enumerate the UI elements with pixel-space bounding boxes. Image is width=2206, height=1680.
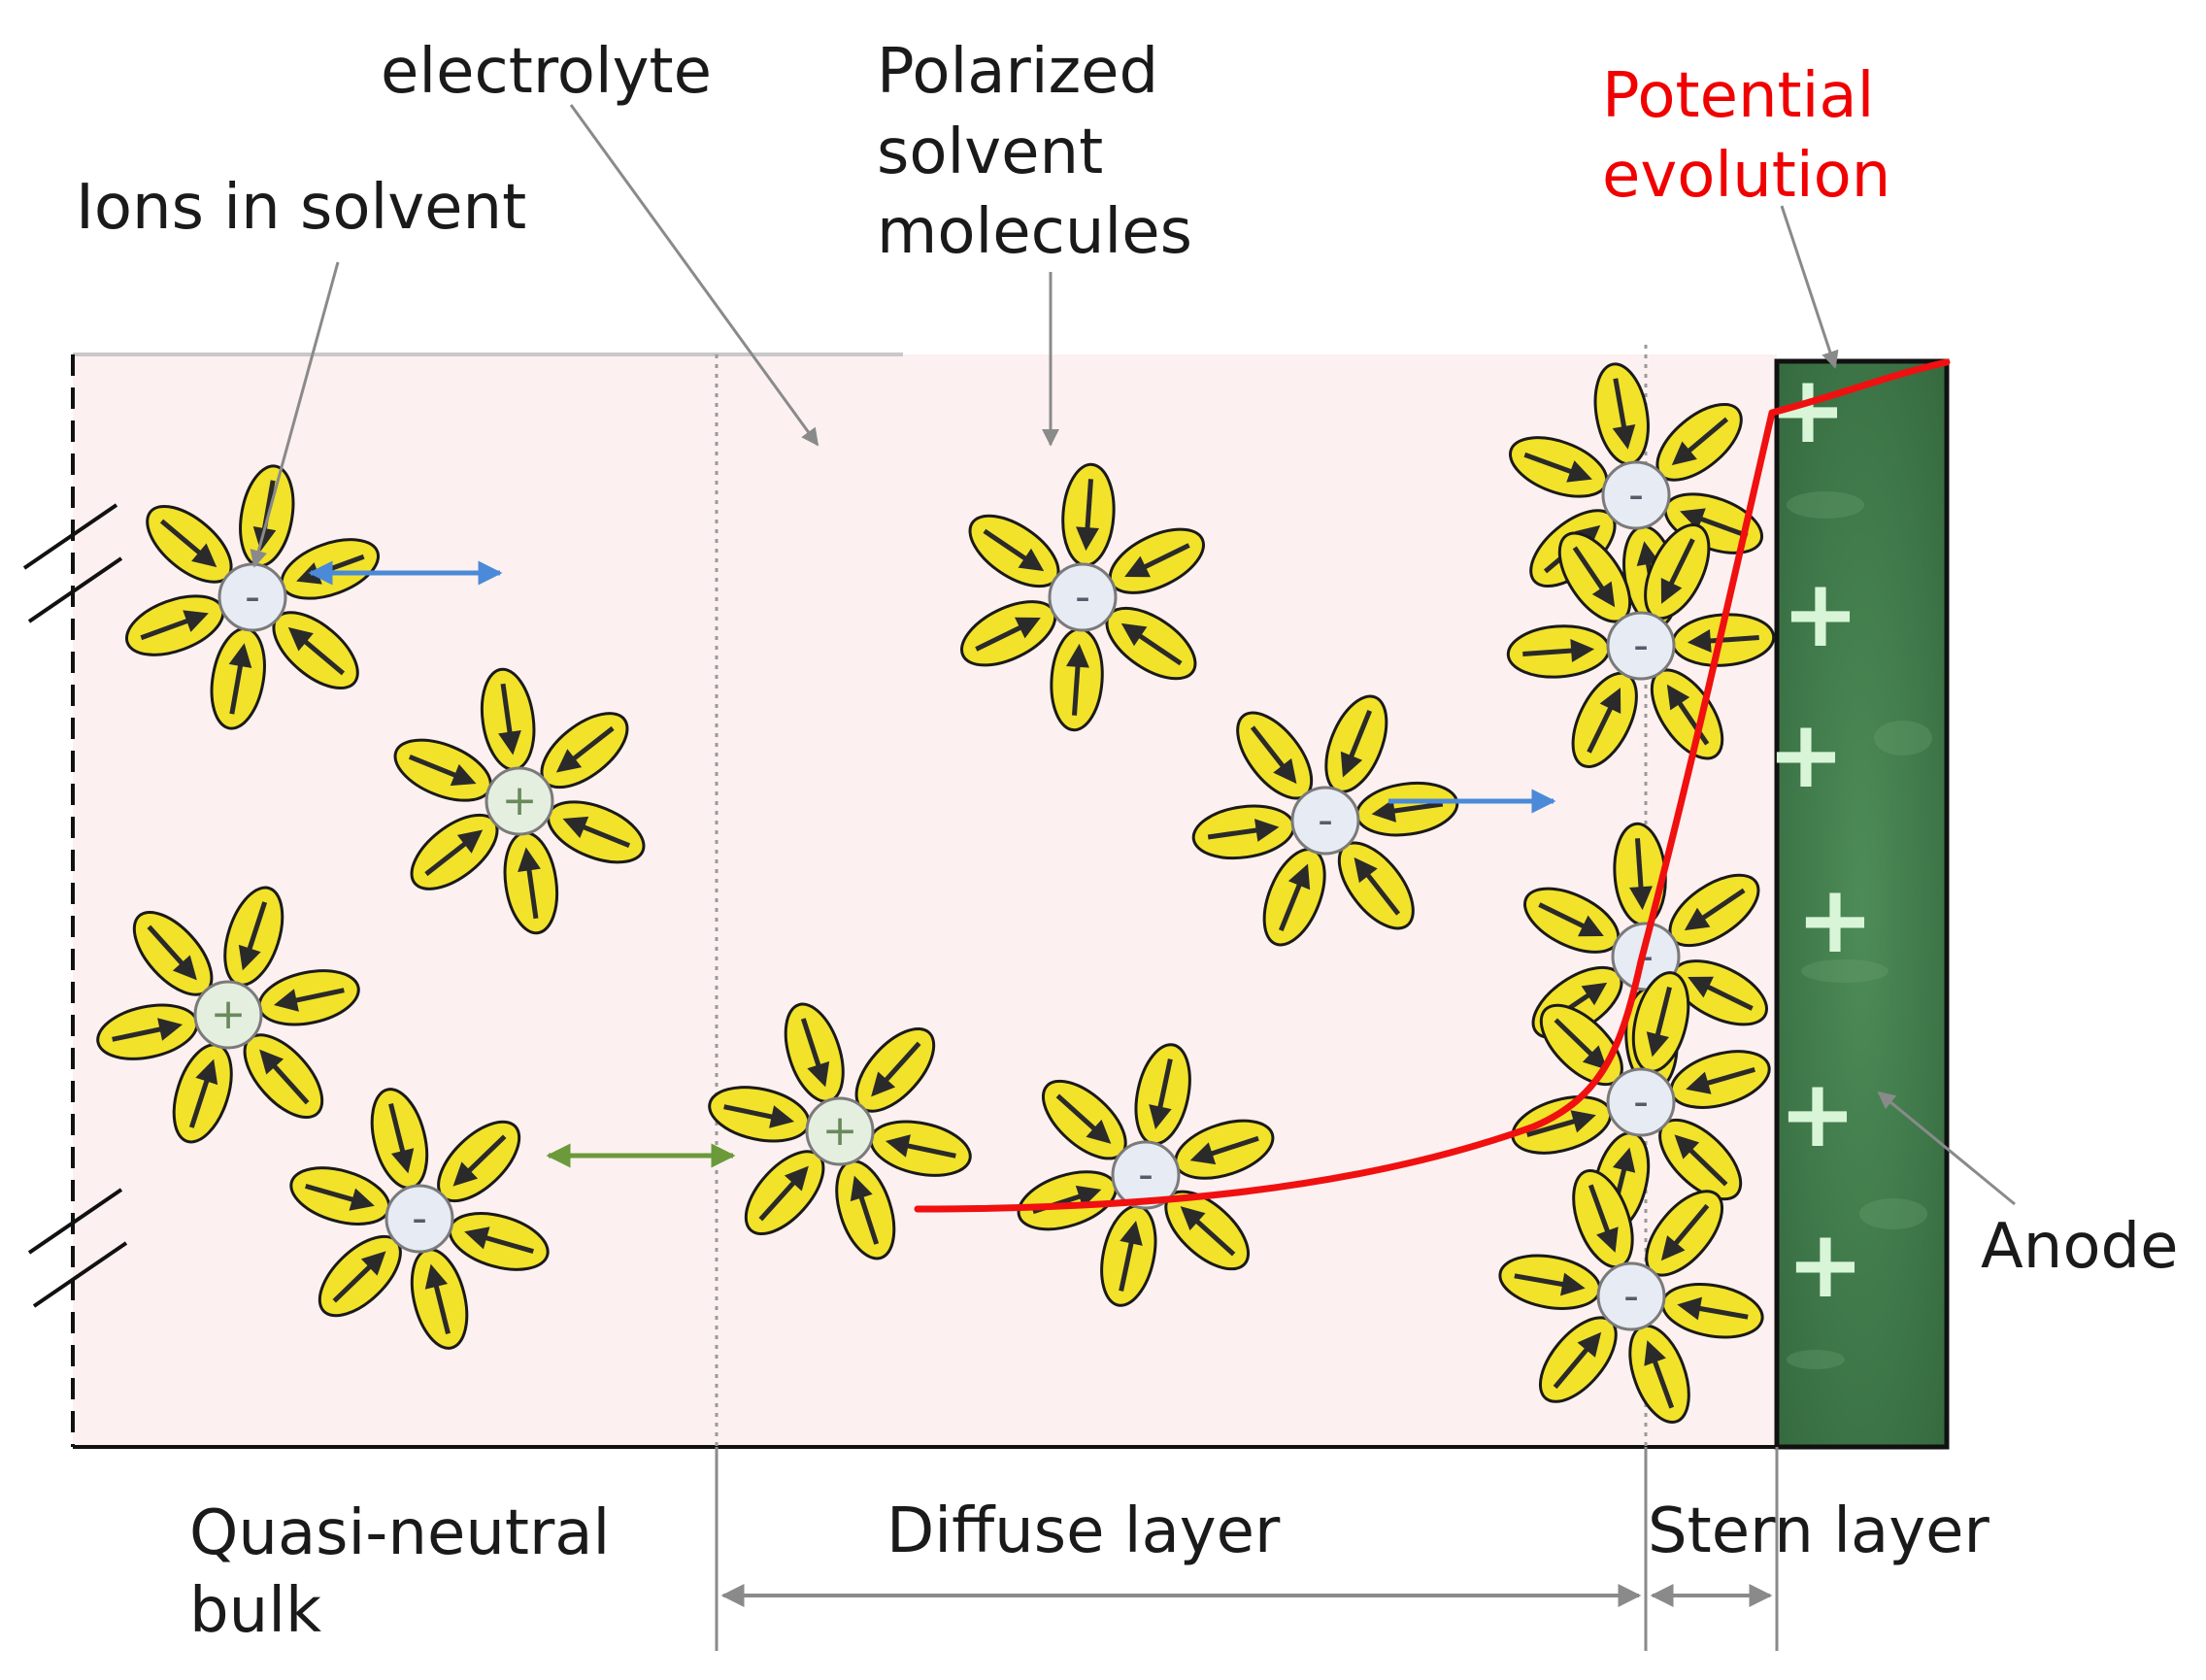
label-diffuse-layer: Diffuse layer (886, 1495, 1281, 1567)
label-potential-line1: Potential (1602, 60, 1874, 132)
leader-ions (250, 261, 340, 568)
solvent-molecule (1628, 1324, 1690, 1425)
solvated-ion-cluster: + (393, 667, 646, 935)
solvent-molecule (1660, 1283, 1764, 1339)
solvent-molecule (1164, 1190, 1251, 1271)
break-marks (22, 503, 128, 1308)
anode-plus-sign: + (1787, 1210, 1864, 1319)
solvent-molecule (1655, 402, 1743, 482)
solvent-molecule (1262, 848, 1326, 947)
ion-sign: - (1633, 1077, 1649, 1126)
solvent-molecule (1324, 694, 1388, 793)
ion-sign: - (1318, 795, 1333, 845)
leader-potential (1780, 205, 1839, 369)
leader-electrolyte (569, 104, 819, 447)
label-anode: Anode (1981, 1211, 2179, 1283)
positive-ion: + (805, 1096, 875, 1166)
solvent-molecule (1522, 887, 1621, 954)
label-bulk-line1: Quasi-neutral (189, 1497, 610, 1569)
leader-lines (250, 104, 2016, 1206)
solvent-molecule (132, 910, 214, 996)
solvated-ion-cluster: + (708, 1002, 972, 1260)
solvent-molecule (708, 1086, 811, 1143)
label-bulk-line2: bulk (189, 1575, 321, 1647)
label-potential-line2: evolution (1602, 140, 1890, 212)
solvent-molecule (547, 800, 646, 864)
ion-sign: - (1138, 1150, 1153, 1199)
solvent-molecule (448, 1212, 550, 1271)
solvated-ion-cluster: - (1506, 522, 1776, 769)
solvent-molecule (210, 626, 266, 730)
label-polarized-line1: Polarized (877, 36, 1158, 108)
positive-ion: + (485, 766, 554, 836)
solvent-molecule (223, 886, 284, 987)
label-polarized-line3: molecules (877, 196, 1192, 268)
ion-sign: - (1623, 1271, 1639, 1321)
anode (1774, 358, 1950, 1450)
negative-ion: - (1601, 460, 1671, 530)
label-stern-layer: Stern layer (1648, 1495, 1989, 1567)
positive-ion: + (193, 980, 263, 1050)
solvent-molecule (289, 1166, 391, 1226)
dimension-lines (715, 1447, 1779, 1651)
label-electrolyte: electrolyte (381, 36, 712, 108)
anode-plus-sign: + (1767, 700, 1845, 809)
solvent-molecule (1538, 1316, 1618, 1403)
ion-sign: - (1075, 572, 1090, 622)
ion-sign: + (211, 990, 247, 1039)
solvent-molecule (410, 813, 499, 890)
solvated-ion-cluster: + (96, 886, 360, 1144)
negative-ion: - (217, 562, 287, 632)
solvated-ion-cluster: - (1498, 1168, 1764, 1425)
ion-sign: - (1628, 470, 1644, 520)
solvated-ion-cluster: - (959, 462, 1206, 732)
solvent-molecule (172, 1043, 233, 1144)
solvent-molecule (835, 1159, 896, 1260)
anode-texture (1787, 491, 1932, 1369)
solvent-molecule (869, 1120, 972, 1177)
negative-ion: - (1111, 1140, 1181, 1210)
solvent-molecule (410, 1248, 469, 1350)
ion-sign: - (412, 1193, 427, 1243)
label-ions-in-solvent: Ions in solvent (76, 172, 526, 244)
negative-ion: - (1596, 1261, 1666, 1331)
leader-anode (1877, 1091, 2016, 1206)
anode-plus-sign: + (1782, 559, 1859, 668)
solvent-molecule (503, 831, 559, 935)
solvent-molecule (1669, 1050, 1771, 1109)
negative-ion: - (1048, 562, 1118, 632)
solvent-molecule (96, 1003, 199, 1060)
negative-ion: - (1290, 786, 1360, 856)
solvent-molecule (1134, 1043, 1191, 1146)
solvated-ion-cluster: - (1017, 1043, 1275, 1307)
solvated-ion-cluster: - (289, 1088, 550, 1350)
solvent-molecule (370, 1088, 429, 1190)
label-polarized-line2: solvent (877, 117, 1103, 188)
negative-ion: - (1606, 611, 1676, 681)
ion-sign: + (822, 1106, 858, 1156)
ion-sign: + (502, 776, 538, 825)
anode-plus-sign: + (1796, 865, 1874, 974)
ion-sign: - (1633, 621, 1649, 670)
potential-evolution-curve (914, 358, 1951, 1213)
solvent-molecule (1644, 522, 1711, 621)
solvent-molecule (1041, 1079, 1127, 1160)
solvent-molecule (1508, 436, 1609, 498)
solvated-ion-cluster: - (1511, 971, 1771, 1233)
solvent-molecule (1100, 1204, 1157, 1307)
solvent-molecule (744, 1150, 825, 1236)
solvent-molecule (784, 1002, 845, 1103)
ion-sign: - (245, 572, 260, 622)
negative-ion: - (1606, 1067, 1676, 1137)
solvent-molecule (1061, 462, 1116, 567)
solvated-ions: -++---+------ (96, 362, 1776, 1425)
negative-ion: - (384, 1184, 454, 1254)
anode-plus-signs: ++++++ (1767, 355, 1874, 1319)
solvent-molecule (1593, 362, 1650, 466)
solvent-molecule (1557, 531, 1632, 623)
anode-plus-sign: + (1779, 1059, 1856, 1168)
